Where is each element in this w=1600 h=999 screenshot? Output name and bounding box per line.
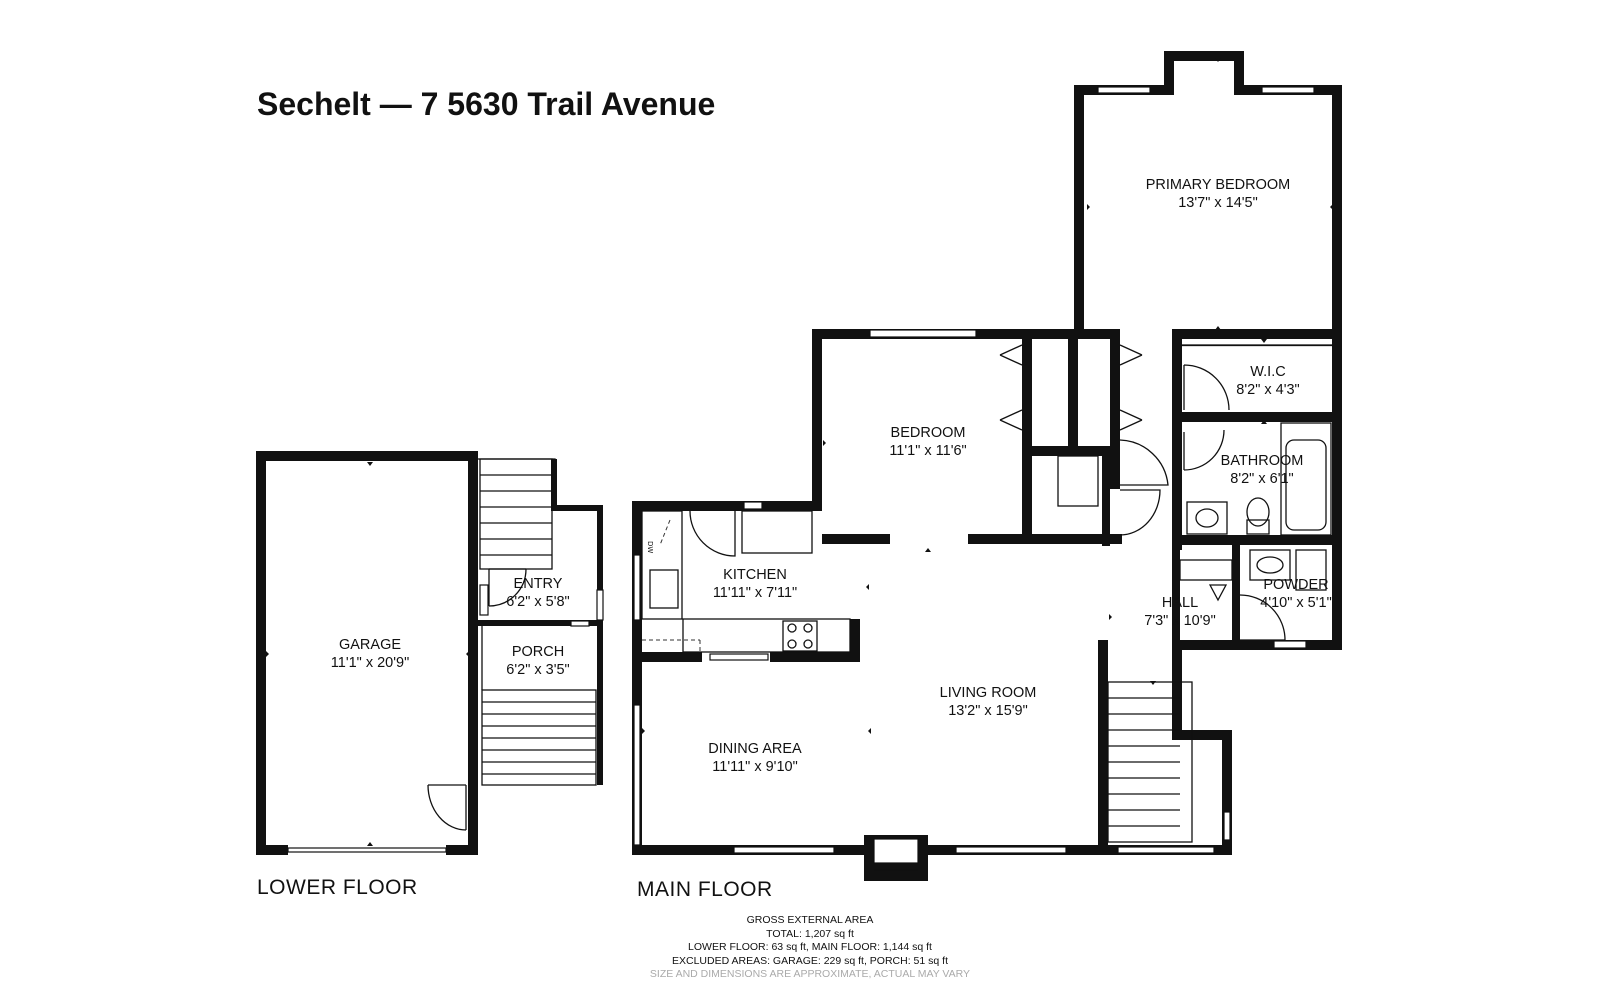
room-name: GARAGE xyxy=(338,637,402,653)
entry-porch-walls xyxy=(478,458,604,785)
room-dining-area: DINING AREA 11'11" x 9'10" xyxy=(708,740,801,776)
area-total: TOTAL: 1,207 sq ft xyxy=(766,927,854,940)
room-dims: 7'3" x 10'9" xyxy=(1144,613,1216,629)
porch-stairs xyxy=(481,626,597,786)
room-name: PORCH xyxy=(511,644,565,660)
room-dims: 6'2" x 5'8" xyxy=(506,594,570,610)
area-heading: GROSS EXTERNAL AREA xyxy=(746,914,874,926)
area-floors: LOWER FLOOR: 63 sq ft, MAIN FLOOR: 1,144… xyxy=(688,941,932,953)
room-dims: 11'1" x 20'9" xyxy=(330,655,410,671)
room-dims: 6'2" x 3'5" xyxy=(506,662,570,678)
room-dims: 8'2" x 6'1" xyxy=(1230,471,1294,487)
room-hall: HALL 7'3" x 10'9" xyxy=(1144,594,1215,630)
main-floor-label: MAIN FLOOR xyxy=(637,878,773,901)
room-name: BEDROOM xyxy=(890,425,966,441)
room-name: DINING AREA xyxy=(708,741,802,757)
area-excluded: EXCLUDED AREAS: GARAGE: 229 sq ft, PORCH… xyxy=(671,954,948,967)
room-dims: 11'11" x 9'10" xyxy=(712,759,798,775)
room-garage: GARAGE 11'1" x 20'9" xyxy=(331,636,409,672)
page-title: Sechelt — 7 5630 Trail Avenue xyxy=(257,86,716,122)
room-primary-bedroom: PRIMARY BEDROOM 13'7" x 14'5" xyxy=(1146,176,1291,212)
room-dims: 4'10" x 5'1" xyxy=(1260,595,1332,611)
room-name: HALL xyxy=(1161,595,1199,611)
area-summary: GROSS EXTERNAL AREA TOTAL: 1,207 sq ft L… xyxy=(590,914,1030,982)
area-disclaimer: SIZE AND DIMENSIONS ARE APPROXIMATE, ACT… xyxy=(649,968,971,980)
room-dims: 13'2" x 15'9" xyxy=(948,703,1028,719)
room-name: POWDER xyxy=(1263,577,1329,593)
room-porch: PORCH 6'2" x 3'5" xyxy=(506,643,569,679)
room-entry: ENTRY 6'2" x 5'8" xyxy=(506,575,569,611)
room-kitchen: KITCHEN 11'11" x 7'11" xyxy=(713,566,797,602)
room-name: LIVING ROOM xyxy=(939,685,1037,701)
room-name: ENTRY xyxy=(513,576,563,592)
room-name: W.I.C xyxy=(1250,364,1286,380)
room-wic: W.I.C 8'2" x 4'3" xyxy=(1236,363,1299,399)
dimension-markers xyxy=(266,58,1333,846)
room-name: BATHROOM xyxy=(1220,453,1304,469)
room-dims: 8'2" x 4'3" xyxy=(1236,382,1300,398)
room-powder: POWDER 4'10" x 5'1" xyxy=(1260,576,1331,612)
main-floor-walls xyxy=(632,51,1342,881)
room-name: KITCHEN xyxy=(723,567,787,583)
room-bedroom: BEDROOM 11'1" x 11'6" xyxy=(889,424,966,460)
entry-stairs xyxy=(479,458,553,570)
dishwasher-label: DW xyxy=(646,541,654,553)
room-bathroom: BATHROOM 8'2" x 6'1" xyxy=(1221,452,1304,488)
garage-door xyxy=(287,847,447,853)
room-living-room: LIVING ROOM 13'2" x 15'9" xyxy=(940,684,1037,720)
room-dims: 13'7" x 14'5" xyxy=(1178,195,1258,211)
lower-floor-label: LOWER FLOOR xyxy=(257,876,418,899)
room-dims: 11'11" x 7'11" xyxy=(712,585,798,601)
room-name: PRIMARY BEDROOM xyxy=(1145,177,1291,193)
room-dims: 11'1" x 11'6" xyxy=(889,443,967,459)
garage-walls xyxy=(256,451,478,855)
